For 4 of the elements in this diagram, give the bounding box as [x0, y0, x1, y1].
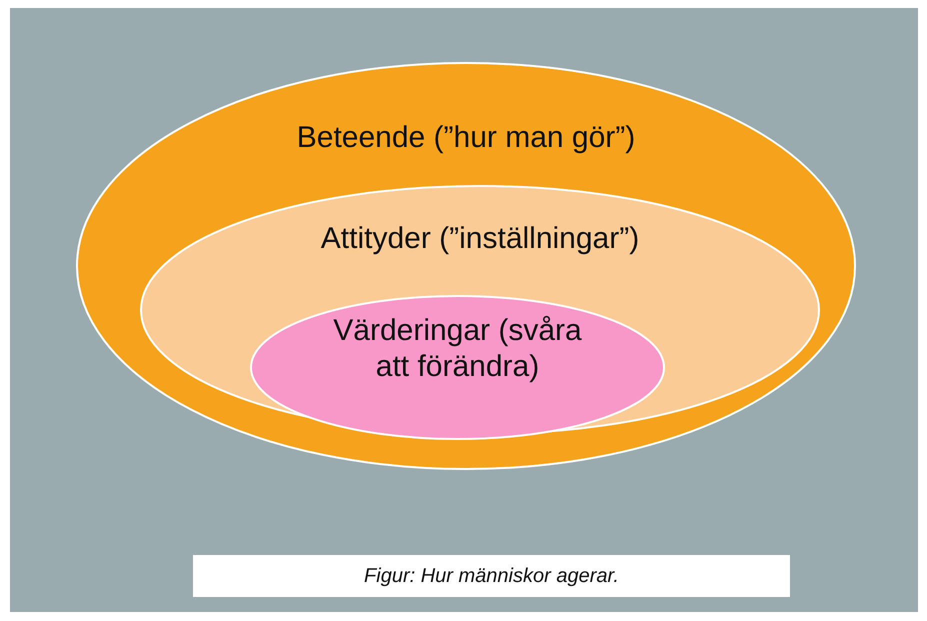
- ellipse-label: Värderingar (svåra att förändra): [332, 313, 583, 385]
- ellipse-label: Attityder (”inställningar”): [320, 221, 640, 257]
- caption-text: Figur: Hur människor agerar.: [364, 564, 619, 588]
- ellipse-label: Beteende (”hur man gör”): [296, 120, 636, 156]
